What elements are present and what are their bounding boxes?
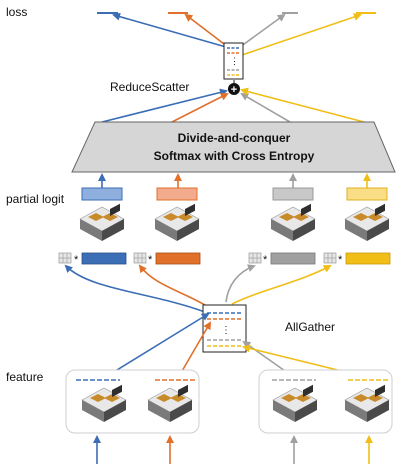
gpu-card-icon [270,203,316,242]
softmax-title-line2: Softmax with Cross Entropy [154,149,315,163]
allgather-label: AllGather [285,320,335,334]
reducescatter-label: ReduceScatter [110,80,189,94]
partial-logit-bars [81,187,388,201]
partial-logit-arrows [98,173,371,188]
partial-logit-label: partial logit [6,192,65,206]
plus-circle-icon: + [228,83,240,96]
allgather-ellipsis: ⋮ [221,325,231,336]
partial-logit-bar-gray [272,187,314,201]
weight-shard-yellow [345,252,391,265]
reducescatter-arrows [101,87,365,123]
partial-logit-bar-orange [156,187,198,201]
weight-shard-gray [270,252,316,265]
svg-text:*: * [74,254,79,266]
allgather-broadcast-arrows [64,264,332,313]
weight-shard-blue [81,252,127,265]
loss-stack-box: ⋮ [223,42,244,80]
gpu-card-icon [154,203,200,242]
svg-text:+: + [231,84,237,96]
weight-shard-orange [155,252,201,265]
svg-text:*: * [263,254,268,266]
gpu-row-middle [79,203,390,242]
partial-logit-bar-blue [81,187,123,201]
loss-arrows [112,12,362,56]
input-arrows [93,435,373,464]
svg-text:*: * [338,254,343,266]
matrix-grid-icon [58,252,72,264]
node-container-right [258,369,393,434]
softmax-block: Divide-and-conquer Softmax with Cross En… [71,121,396,173]
svg-text:*: * [148,254,153,266]
allgather-stack-box: ⋮ [202,304,247,353]
gpu-card-icon [344,203,390,242]
matrix-grid-icon [323,252,337,264]
weight-row: * * * * [58,252,391,266]
partial-logit-bar-yellow [346,187,388,201]
gpu-card-icon [79,203,125,242]
loss-label: loss [6,5,27,19]
loss-ellipsis: ⋮ [230,56,239,66]
node-container-left [65,369,200,434]
softmax-title-line1: Divide-and-conquer [178,131,291,145]
matrix-grid-icon [248,252,262,264]
matrix-grid-icon [133,252,147,264]
feature-label: feature [6,370,44,384]
